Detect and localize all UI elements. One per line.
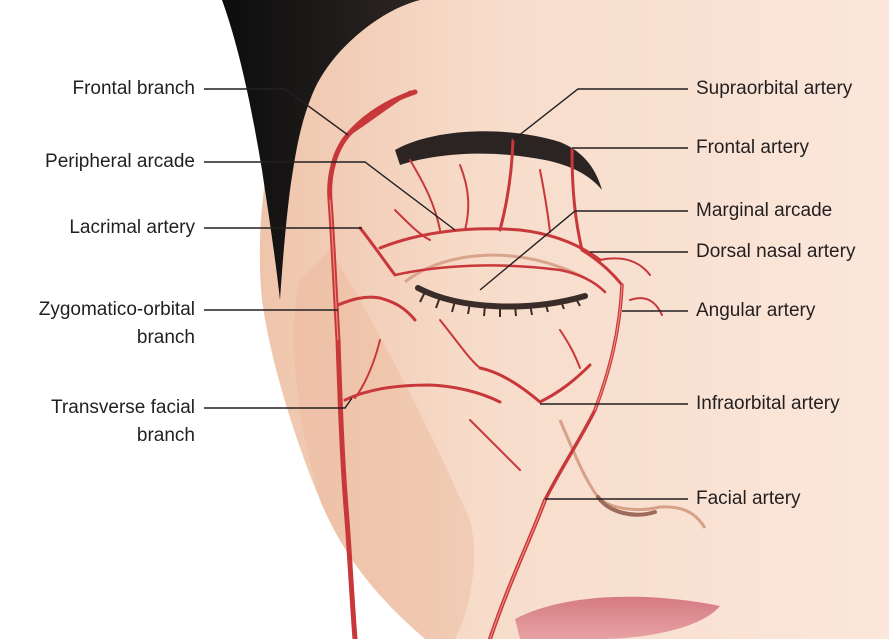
label-frontal-artery: Frontal artery [696,134,809,162]
label-supraorbital-artery: Supraorbital artery [696,75,852,103]
label-transverse-facial-line2: branch [51,422,195,450]
label-transverse-facial-line1: Transverse facial [51,394,195,422]
label-transverse-facial-branch: Transverse facial branch [51,394,195,450]
label-lacrimal-artery: Lacrimal artery [69,214,195,242]
label-dorsal-nasal-artery: Dorsal nasal artery [696,238,855,266]
label-angular-artery: Angular artery [696,297,815,325]
label-facial-artery: Facial artery [696,485,801,513]
label-zygomatico-orbital-line2: branch [39,324,195,352]
label-frontal-branch: Frontal branch [72,75,195,103]
label-marginal-arcade: Marginal arcade [696,197,832,225]
label-zygomatico-orbital-line1: Zygomatico-orbital [39,296,195,324]
label-peripheral-arcade: Peripheral arcade [45,148,195,176]
label-infraorbital-artery: Infraorbital artery [696,390,840,418]
label-zygomatico-orbital-branch: Zygomatico-orbital branch [39,296,195,352]
